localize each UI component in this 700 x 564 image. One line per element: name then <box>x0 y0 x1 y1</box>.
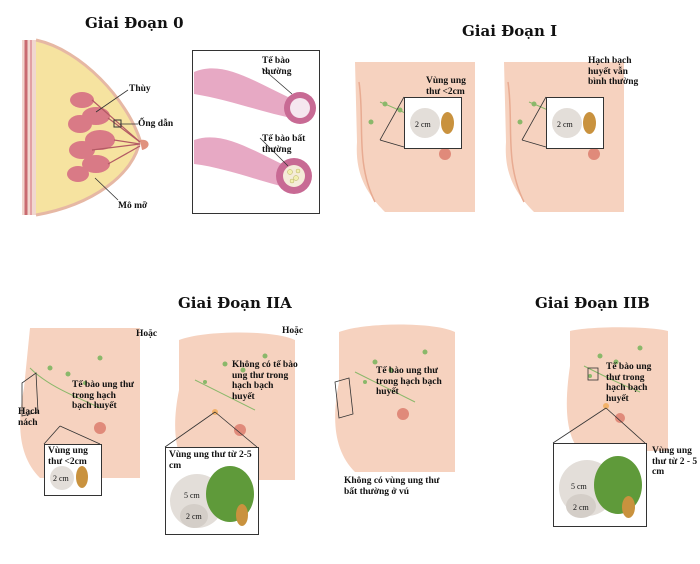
zoom-connector-lines <box>0 0 700 564</box>
